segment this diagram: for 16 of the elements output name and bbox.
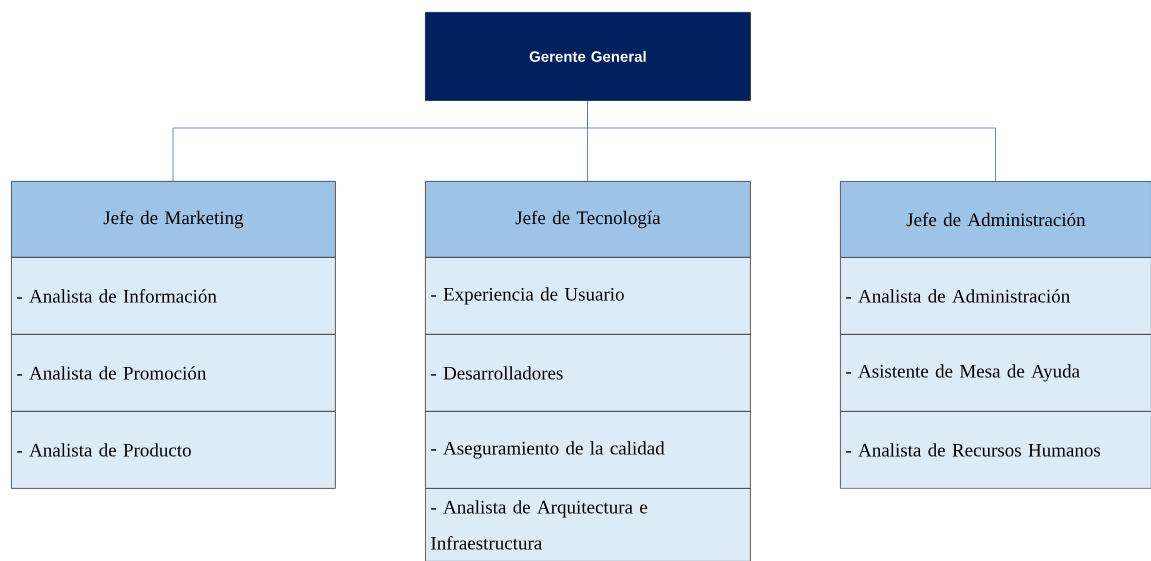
role-cell: - Analista de Arquitectura e Infraestructura <box>425 488 751 561</box>
role-cell: - Analista de Recursos Humanos <box>840 411 1151 489</box>
department-header-box: Jefe de Tecnología <box>425 181 751 258</box>
department-header-box: Jefe de Marketing <box>11 181 336 258</box>
role-cell: - Analista de Administración <box>840 257 1151 335</box>
role-cell: - Experiencia de Usuario <box>425 257 751 335</box>
department-header-box: Jefe de Administración <box>840 181 1151 258</box>
role-cell: - Analista de Producto <box>11 411 336 489</box>
node-label: - Analista de Arquitectura e Infraestructura <box>431 500 648 550</box>
role-cell: - Aseguramiento de la calidad <box>425 411 751 489</box>
role-cell: - Analista de Información <box>11 257 336 335</box>
role-cell: - Desarrolladores <box>425 334 751 412</box>
role-cell: - Asistente de Mesa de Ayuda <box>840 334 1151 412</box>
role-cell: - Analista de Promoción <box>11 334 336 412</box>
connector-line <box>587 99 996 182</box>
manager-box: Gerente General <box>425 12 751 101</box>
